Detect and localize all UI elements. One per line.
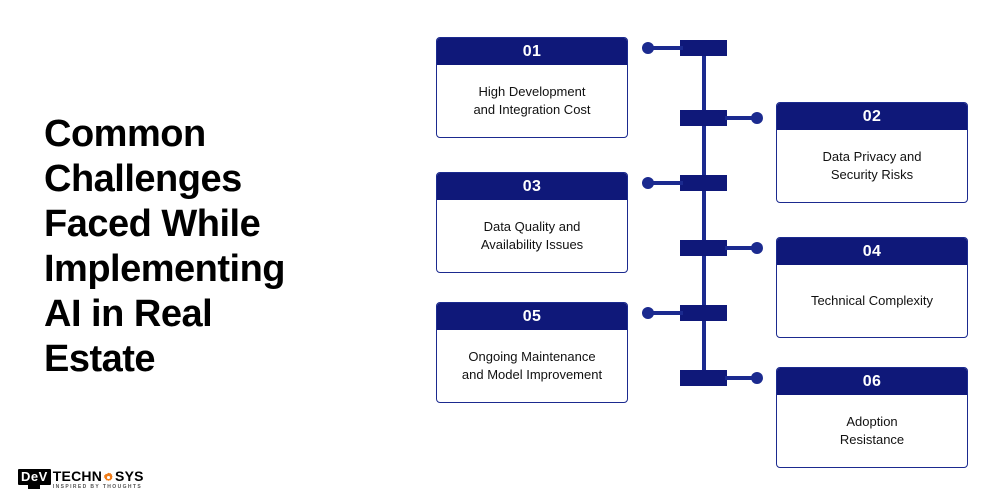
logo-word-part1: TECHN	[52, 468, 103, 484]
logo-tagline: INSPIRED BY THOUGHTS	[52, 484, 143, 490]
card-text-05: Ongoing Maintenance and Model Improvemen…	[461, 349, 603, 382]
spine-block-1	[680, 40, 727, 56]
card-number-03: 03	[437, 173, 627, 200]
gear-icon	[103, 471, 114, 482]
brand-logo: DeV TECHN SYS INSPIRED BY THOUGHTS	[18, 469, 144, 493]
connector-line-5	[650, 311, 683, 315]
challenge-card-05[interactable]: 05 Ongoing Maintenance and Model Improve…	[436, 302, 628, 403]
challenge-card-01[interactable]: 01 High Development and Integration Cost	[436, 37, 628, 138]
connector-line-1	[650, 46, 683, 50]
challenge-card-03[interactable]: 03 Data Quality and Availability Issues	[436, 172, 628, 273]
spine-line	[702, 44, 706, 386]
card-number-04: 04	[777, 238, 967, 265]
challenge-card-02[interactable]: 02 Data Privacy and Security Risks	[776, 102, 968, 203]
challenge-card-06[interactable]: 06 Adoption Resistance	[776, 367, 968, 468]
card-number-02: 02	[777, 103, 967, 130]
connector-node-5	[642, 307, 654, 319]
card-text-04: Technical Complexity	[810, 293, 934, 308]
logo-word-part2: SYS	[115, 468, 144, 484]
card-text-03: Data Quality and Availability Issues	[480, 219, 584, 252]
connector-node-6	[751, 372, 763, 384]
logo-badge-text: DeV	[18, 469, 51, 485]
card-text-01: High Development and Integration Cost	[473, 84, 591, 117]
card-text-02: Data Privacy and Security Risks	[822, 149, 922, 182]
card-number-01: 01	[437, 38, 627, 65]
connector-node-3	[642, 177, 654, 189]
spine-block-3	[680, 175, 727, 191]
connector-line-4	[725, 246, 758, 250]
spine-block-5	[680, 305, 727, 321]
connector-line-3	[650, 181, 683, 185]
connector-line-6	[725, 376, 758, 380]
logo-wordmark: TECHN SYS INSPIRED BY THOUGHTS	[53, 469, 144, 490]
card-number-05: 05	[437, 303, 627, 330]
connector-node-1	[642, 42, 654, 54]
connector-node-4	[751, 242, 763, 254]
card-text-06: Adoption Resistance	[839, 414, 905, 447]
spine-block-2	[680, 110, 727, 126]
challenge-card-04[interactable]: 04 Technical Complexity	[776, 237, 968, 338]
logo-word-row: TECHN SYS	[53, 469, 144, 483]
card-number-06: 06	[777, 368, 967, 395]
connector-node-2	[751, 112, 763, 124]
page-title: Common Challenges Faced While Implementi…	[44, 113, 286, 380]
spine-block-6	[680, 370, 727, 386]
spine-block-4	[680, 240, 727, 256]
connector-line-2	[725, 116, 758, 120]
